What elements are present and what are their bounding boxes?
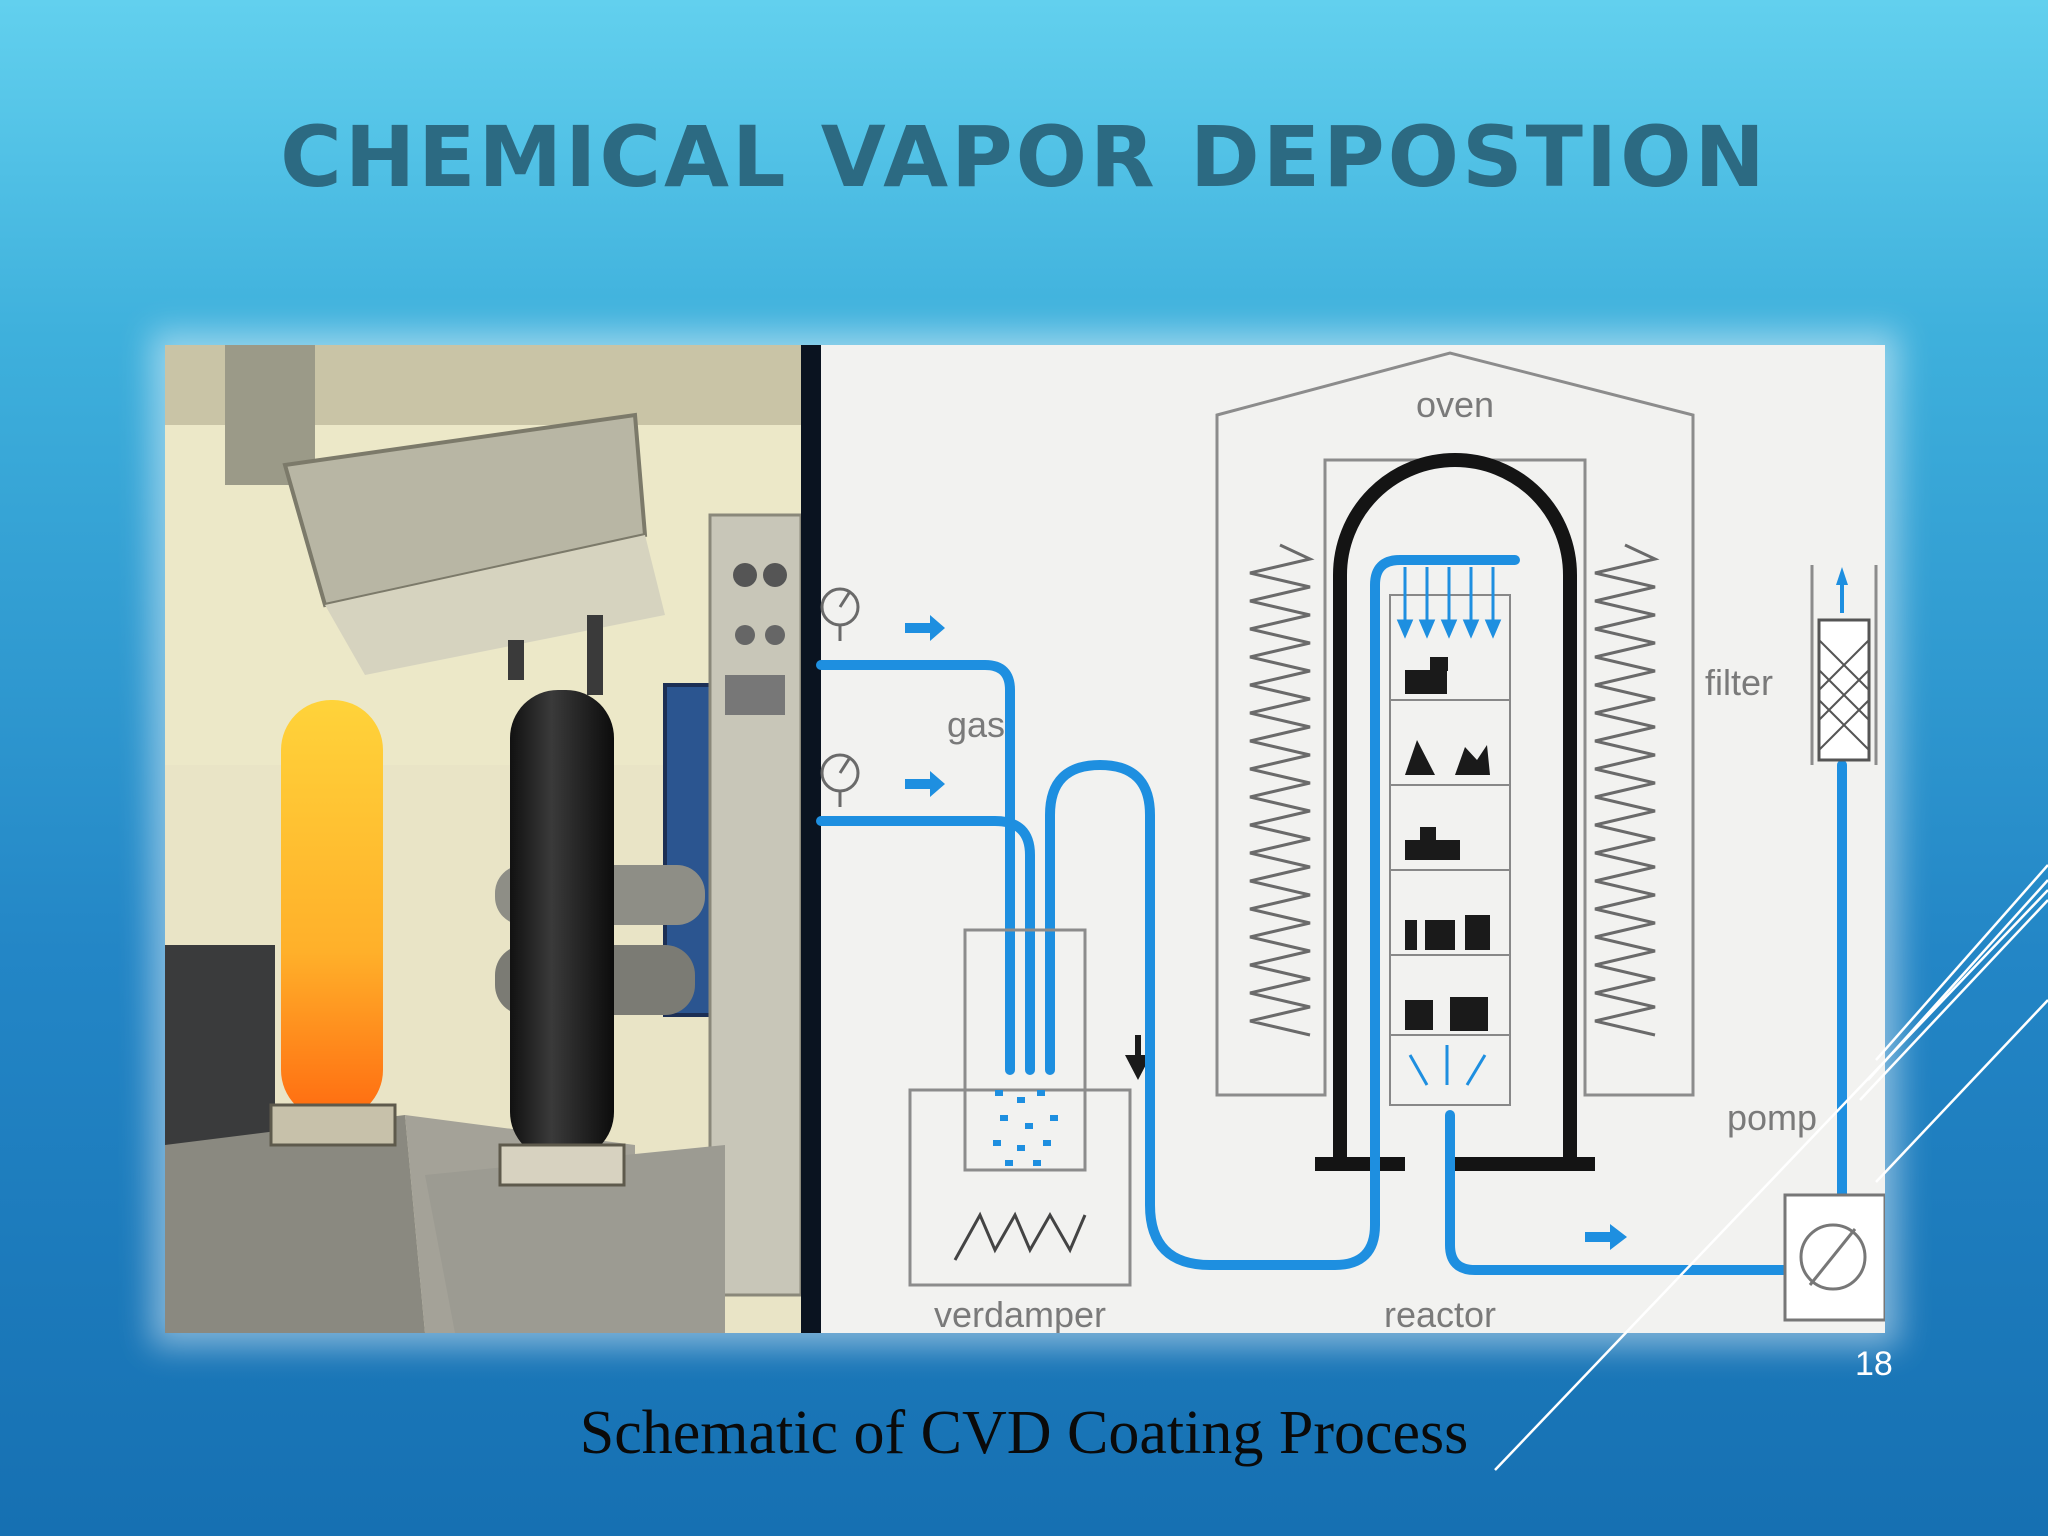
slide-number: 18 bbox=[1855, 1345, 1935, 1384]
filter-label: filter bbox=[1705, 662, 1773, 703]
figure-caption: Schematic of CVD Coating Process bbox=[0, 1398, 2048, 1469]
cvd-figure-svg: oven bbox=[165, 345, 1885, 1333]
cvd-schematic: oven bbox=[821, 345, 1885, 1333]
verdamper-label: verdamper bbox=[934, 1294, 1106, 1333]
oven-label: oven bbox=[1416, 384, 1494, 425]
gas-label: gas bbox=[947, 704, 1005, 745]
filter-mesh-icon bbox=[1819, 620, 1869, 760]
pump-icon bbox=[1785, 1195, 1885, 1320]
reactor-label: reactor bbox=[1384, 1294, 1496, 1333]
pomp-label: pomp bbox=[1727, 1097, 1817, 1138]
cvd-figure: oven bbox=[165, 345, 1885, 1333]
slide-title: CHEMICAL VAPOR DEPOSTION bbox=[0, 108, 2048, 206]
lab-photo bbox=[165, 345, 801, 1333]
panel-divider bbox=[801, 345, 821, 1333]
